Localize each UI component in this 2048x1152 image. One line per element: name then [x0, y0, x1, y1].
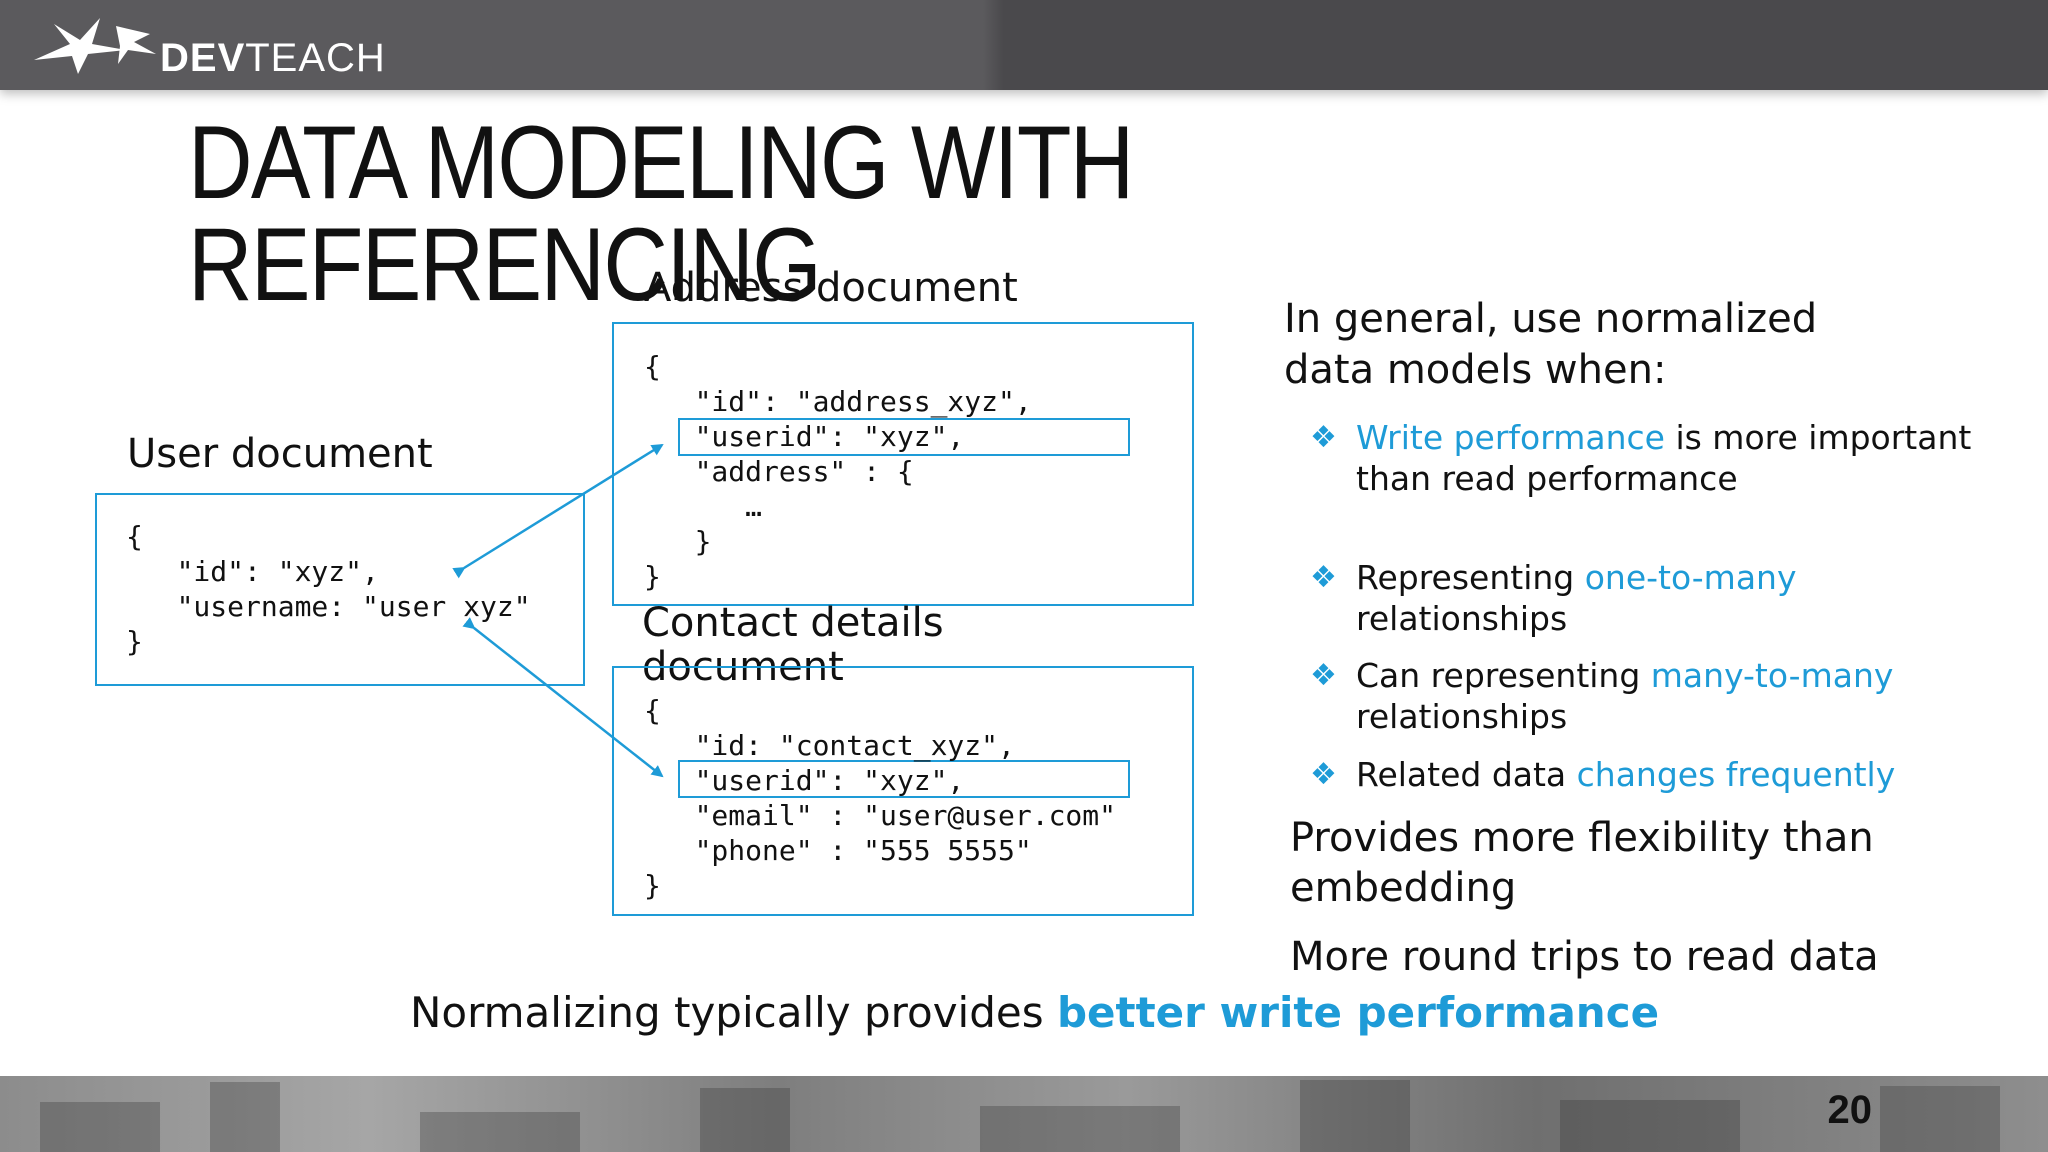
address-reference-arrow — [452, 443, 664, 579]
guidance-heading: In general, use normalized data models w… — [1284, 294, 2004, 396]
code-line: "address" : { — [644, 455, 914, 488]
footer-building — [1880, 1086, 2000, 1152]
bullet-highlight: Write performance — [1356, 418, 1665, 457]
code-line: "userid": "xyz", — [644, 764, 965, 797]
page-number: 20 — [1827, 1088, 1873, 1132]
title-line-2: REFERENCING — [188, 207, 822, 323]
bullet-text: Can representing many-to-many relationsh… — [1356, 655, 1996, 737]
code-line: "email" : "user@user.com" — [644, 799, 1117, 832]
diamond-bullet-icon: ❖ — [1310, 658, 1337, 693]
contact-document-box — [612, 666, 1194, 916]
code-line: "phone" : "555 5555" — [644, 834, 1032, 867]
footer-building — [1300, 1080, 1410, 1152]
slide-title: DATA MODELING WITH REFERENCING — [188, 105, 1134, 323]
bullet-text: Related data changes frequently — [1356, 754, 1996, 795]
footer-building — [700, 1088, 790, 1152]
title-line-1: DATA MODELING WITH — [188, 105, 1134, 221]
contact-reference-arrow — [462, 617, 664, 778]
bullet-text: Representing one-to-many relationships — [1356, 557, 1996, 639]
logo-bold-text: DEV — [160, 36, 246, 80]
devteach-star-icon — [34, 18, 156, 74]
bullet-highlight: many-to-many — [1650, 656, 1894, 695]
bullet-one-to-many: ❖ Representing one-to-many relationships — [1310, 557, 2010, 641]
guidance-heading-line-1: In general, use normalized — [1284, 296, 1818, 342]
code-line: } — [644, 525, 712, 558]
bullet-prefix: Related data — [1356, 755, 1577, 794]
address-document-code: { "id": "address_xyz", "userid": "xyz", … — [644, 349, 1032, 594]
code-line: "id: "contact_xyz", — [644, 729, 1015, 762]
footer-building — [1560, 1100, 1740, 1152]
logo-wordmark: DEVTEACH — [160, 36, 386, 81]
bullet-highlight: one-to-many — [1584, 558, 1797, 597]
bullet-rest: is more important than read performance — [1356, 418, 1972, 498]
bullet-rest: relationships — [1356, 599, 1568, 638]
code-line: "id": "address_xyz", — [644, 385, 1032, 418]
footer-building — [420, 1112, 580, 1152]
diamond-bullet-icon: ❖ — [1310, 560, 1337, 595]
bullet-changes-frequently: ❖ Related data changes frequently — [1310, 754, 2010, 796]
address-userid-highlight — [678, 418, 1130, 456]
code-line: { — [126, 520, 143, 553]
bullet-prefix: Can representing — [1356, 656, 1651, 695]
bullet-text: Write performance is more important than… — [1356, 417, 1996, 499]
contact-userid-highlight — [678, 760, 1130, 798]
code-line: } — [126, 625, 143, 658]
summary-line: Normalizing typically provides better wr… — [410, 988, 1659, 1037]
footer-building — [980, 1106, 1180, 1152]
footer-building — [40, 1102, 160, 1152]
bullet-highlight: changes frequently — [1576, 755, 1896, 794]
code-line: "userid": "xyz", — [644, 420, 965, 453]
bullet-many-to-many: ❖ Can representing many-to-many relation… — [1310, 655, 2010, 739]
flexibility-statement: Provides more flexibility than embedding — [1290, 815, 1874, 911]
round-trips-statement: More round trips to read data — [1290, 934, 1879, 980]
guidance-heading-line-2: data models when: — [1284, 347, 1667, 393]
summary-highlight: better write performance — [1056, 988, 1660, 1037]
code-line: "id": "xyz", — [126, 555, 379, 588]
user-document-code: { "id": "xyz", "username: "user xyz"} — [126, 519, 531, 659]
footer-building — [210, 1082, 280, 1152]
diamond-bullet-icon: ❖ — [1310, 420, 1337, 455]
code-line: "username: "user xyz" — [126, 590, 531, 623]
logo-light-text: TEACH — [245, 36, 386, 80]
user-document-box — [95, 493, 585, 686]
code-line: … — [644, 490, 763, 523]
diamond-bullet-icon: ❖ — [1310, 757, 1337, 792]
user-document-label: User document — [127, 431, 433, 477]
top-bar: DEVTEACH — [0, 0, 2048, 90]
code-line: { — [644, 350, 661, 383]
code-line: } — [644, 869, 661, 902]
bullet-prefix: Representing — [1356, 558, 1585, 597]
bullet-write-performance: ❖ Write performance is more important th… — [1310, 417, 2010, 543]
contact-document-code: { "id: "contact_xyz", "userid": "xyz", "… — [644, 693, 1116, 903]
contact-label-line-1: Contact details — [642, 600, 944, 646]
footer-city-banner — [0, 1076, 2048, 1152]
bullet-rest: relationships — [1356, 697, 1568, 736]
address-document-label: Address document — [644, 265, 1018, 311]
summary-prefix: Normalizing typically provides — [410, 988, 1057, 1037]
